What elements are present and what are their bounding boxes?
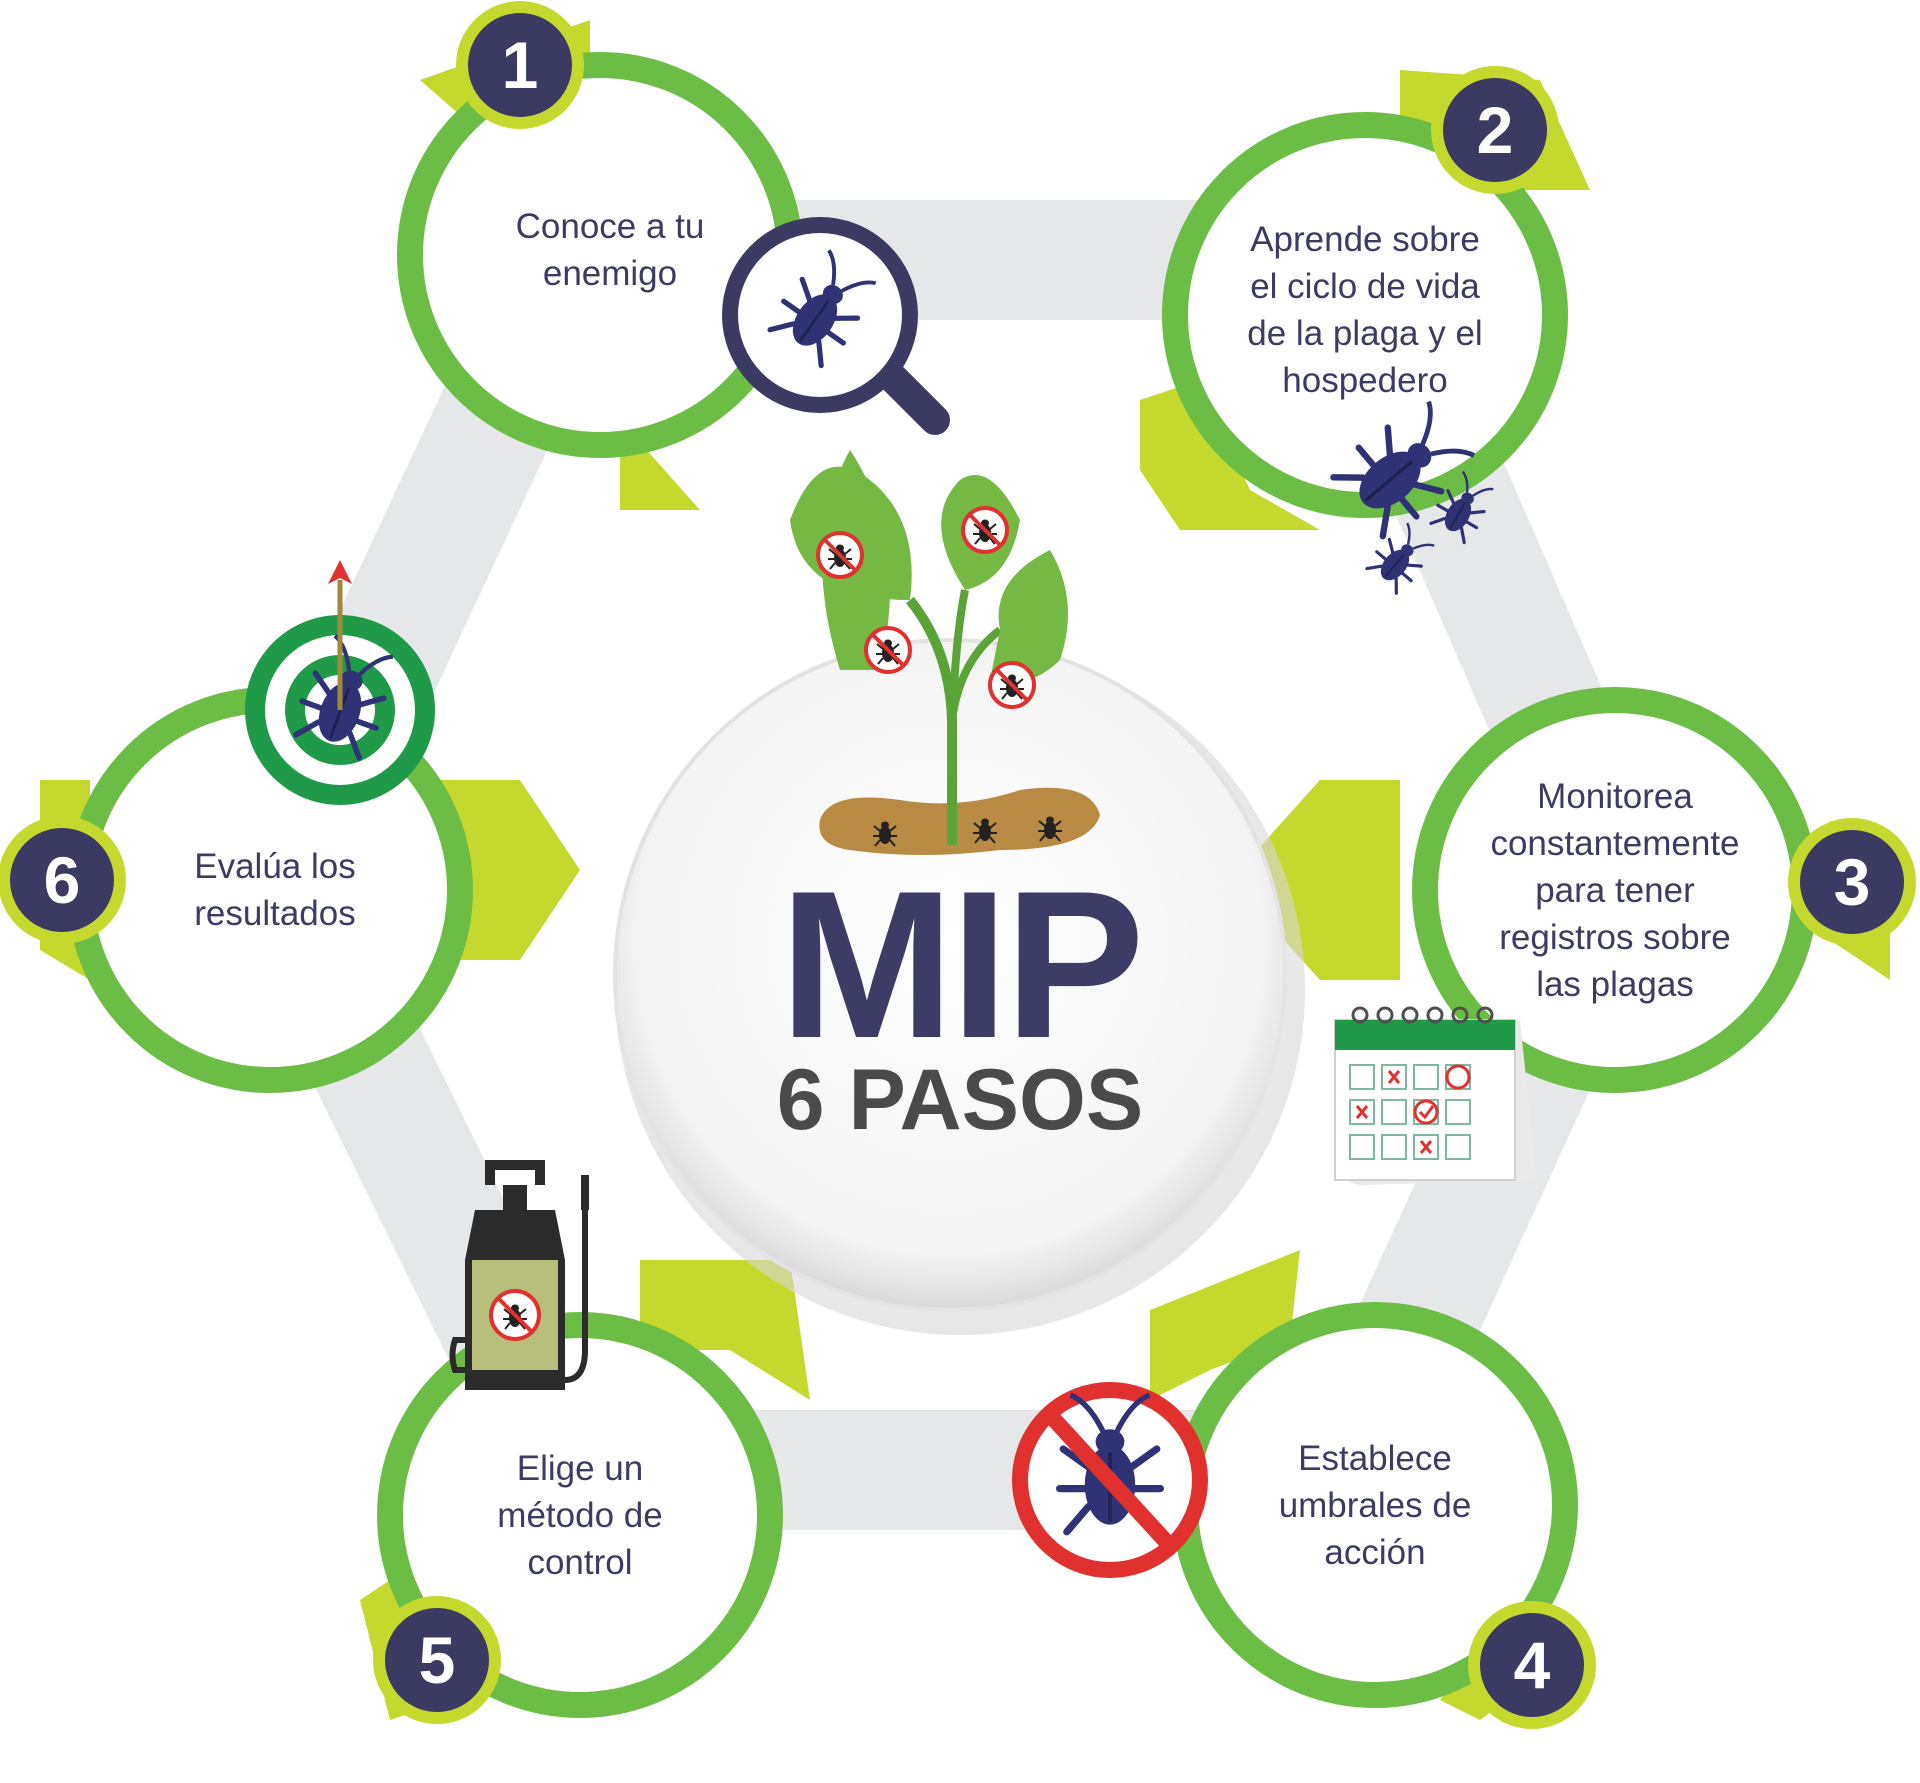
badge-3: 3 bbox=[1788, 818, 1916, 946]
step-3-text: Monitorea constantemente para tener registr… bbox=[1440, 770, 1790, 1010]
badge-number-4: 4 bbox=[1514, 1628, 1551, 1702]
step-4-line-1: Establece bbox=[1298, 1438, 1452, 1478]
calendar-icon bbox=[1334, 1006, 1536, 1185]
badge-2: 2 bbox=[1431, 66, 1559, 194]
step-5-line-1: Elige un bbox=[516, 1448, 644, 1488]
step-4-text: Establece umbrales de acción bbox=[1215, 1430, 1535, 1580]
target-insect-icon bbox=[245, 560, 435, 805]
step-ring-5 bbox=[377, 1312, 783, 1718]
badge-number-1: 1 bbox=[502, 28, 539, 102]
step-6-text: Evalúa los resultados bbox=[130, 835, 420, 945]
arrow-step-3-bar bbox=[1320, 780, 1400, 980]
step-1-line-1: Conoce a tu bbox=[515, 207, 705, 246]
step-3-line-4: registros sobre bbox=[1499, 917, 1731, 957]
badge-number-2: 2 bbox=[1477, 93, 1514, 167]
step-2-line-2: el ciclo de vida bbox=[1250, 267, 1480, 306]
step-6-line-1: Evalúa los bbox=[194, 847, 356, 886]
step-ring-2 bbox=[1162, 112, 1568, 518]
badge-4: 4 bbox=[1468, 1601, 1596, 1729]
step-5-text: Elige un método de control bbox=[420, 1440, 740, 1590]
badge-1: 1 bbox=[456, 1, 584, 129]
badge-5: 5 bbox=[373, 1596, 501, 1724]
step-3-line-3: para tener bbox=[1535, 870, 1695, 910]
magnifier-insect-icon bbox=[722, 217, 950, 435]
step-5-line-3: control bbox=[527, 1542, 633, 1582]
no-insect-icon bbox=[1012, 1382, 1208, 1578]
step-2-line-4: hospedero bbox=[1282, 361, 1448, 400]
step-2-line-3: de la plaga y el bbox=[1247, 314, 1483, 353]
step-1-text: Conoce a tu enemigo bbox=[440, 195, 780, 305]
arrow-step-5-top bbox=[640, 1260, 810, 1400]
badge-6: 6 bbox=[0, 816, 126, 944]
step-1-line-2: enemigo bbox=[542, 254, 678, 293]
step-3-line-1: Monitorea bbox=[1537, 776, 1693, 816]
plant-icon bbox=[790, 450, 1100, 855]
badge-number-5: 5 bbox=[419, 1623, 456, 1697]
step-6-line-2: resultados bbox=[194, 894, 356, 933]
step-4-line-3: acción bbox=[1324, 1532, 1426, 1572]
badge-number-6: 6 bbox=[44, 843, 81, 917]
step-5-line-2: método de bbox=[497, 1495, 663, 1535]
badge-number-3: 3 bbox=[1834, 845, 1871, 919]
sprayer-icon bbox=[449, 1160, 589, 1390]
step-3-line-2: constantemente bbox=[1490, 823, 1740, 863]
step-2-text: Aprende sobre el ciclo de vida de la plaga… bbox=[1205, 210, 1525, 410]
page-subtitle: 6 PASOS bbox=[776, 1052, 1144, 1148]
center-disc bbox=[613, 638, 1305, 1335]
step-2-line-1: Aprende sobre bbox=[1250, 220, 1480, 259]
page-title: MIP bbox=[779, 847, 1144, 1082]
step-4-line-2: umbrales de bbox=[1278, 1485, 1472, 1525]
step-3-line-5: las plagas bbox=[1536, 964, 1694, 1004]
arrow-step-4-top bbox=[1150, 1250, 1300, 1400]
